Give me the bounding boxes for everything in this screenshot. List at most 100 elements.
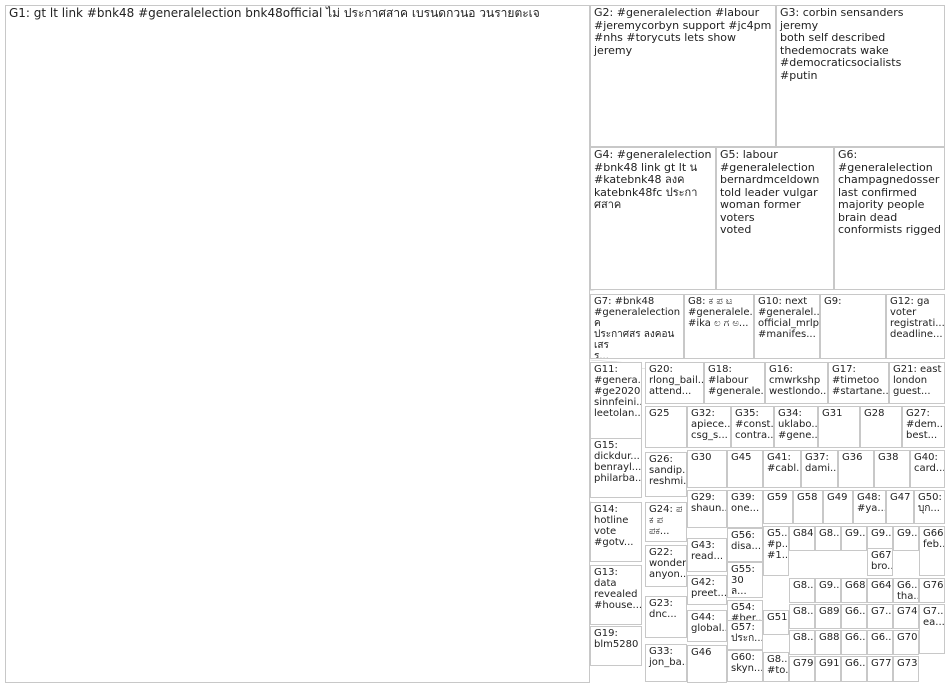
group-label-g77: G77 [871, 658, 892, 669]
group-panel-g6e: G6... [841, 656, 867, 682]
group-panel-g77: G77 [867, 656, 893, 682]
group-panel-g33: G33: jon_ba... [645, 644, 687, 682]
group-label-g89: G89 [819, 606, 840, 617]
group-panel-g25: G25 [645, 406, 687, 448]
group-label-g23: G23: dnc... [649, 598, 677, 620]
group-label-g51: G51 [767, 612, 788, 623]
group-label-g48: G48: #ya... [857, 492, 886, 514]
group-panel-g50: G50: บุก... [914, 490, 945, 524]
group-panel-g1: G1: gt lt link #bnk48 #generalelection b… [5, 5, 590, 683]
group-label-g60: G60: skyn... [731, 652, 763, 674]
group-panel-g14: G14: hotline vote #gotv... [590, 502, 642, 562]
group-panel-g18: G18: #labour #generale... [704, 362, 765, 404]
group-panel-g55: G55: 30 ล... #g... [727, 562, 763, 598]
group-panel-g47: G47 [886, 490, 914, 524]
group-panel-g27: G27: #dem... best... [902, 406, 945, 448]
group-panel-g45: G45 [727, 450, 763, 488]
group-label-g31: G31 [822, 408, 843, 419]
group-label-g7: G7: #bnk48 #generalelection ค ประกาศสร ล… [594, 296, 681, 359]
group-label-g79: G79 [793, 658, 814, 669]
group-label-g5x: G5... #p... #1... [767, 528, 789, 561]
group-label-g9d: G9... [819, 580, 841, 591]
group-panel-g8c: G8... [789, 604, 815, 629]
group-panel-g5x: G5... #p... #1... [763, 526, 789, 576]
group-label-g1: G1: gt lt link #bnk48 #generalelection b… [9, 6, 540, 20]
group-label-g35: G35: #const... contra... [735, 408, 774, 441]
group-panel-g84: G84 [789, 526, 815, 551]
group-label-g38: G38 [878, 452, 899, 463]
group-panel-g12: G12: ga voter registrati... deadline... [886, 294, 945, 359]
group-panel-g15: G15: dickdur... benrayl... philarba... [590, 438, 642, 498]
group-label-g84: G84 [793, 528, 814, 539]
group-label-g36: G36 [842, 452, 863, 463]
group-label-g29: G29: shaun... [691, 492, 727, 514]
group-panel-g40: G40: card... [910, 450, 945, 488]
group-label-g8c: G8... [793, 606, 815, 617]
group-label-g8b: G8... [793, 580, 815, 591]
group-panel-g44: G44: global... [687, 610, 727, 642]
group-panel-g79: G79 [789, 656, 815, 682]
group-panel-g48: G48: #ya... [853, 490, 886, 524]
group-label-g22: G22: wonder anyon... [649, 547, 687, 580]
group-label-g66: G66 feb... [923, 528, 944, 550]
group-label-g55: G55: 30 ล... #g... [731, 564, 755, 597]
group-panel-g67: G67: bro... [867, 548, 893, 576]
group-panel-g41: G41: #cabl... [763, 450, 801, 488]
group-label-g11: G11: #genera... #ge2020 sinnfeini... lee… [594, 364, 642, 419]
group-panel-g8d: G8... [789, 630, 815, 655]
group-panel-g13: G13: data revealed #house... [590, 565, 642, 625]
group-panel-g8b: G8... [789, 578, 815, 603]
group-label-g47: G47 [890, 492, 911, 503]
group-panel-g59: G59 [763, 490, 793, 524]
group-panel-g7a: G7... [867, 604, 893, 629]
group-label-g21: G21: east london guest... [893, 364, 942, 397]
group-panel-g51: G51 [763, 610, 789, 635]
group-label-g40: G40: card... [914, 452, 945, 474]
group-panel-g91: G91 [815, 656, 841, 682]
group-label-g76: G76 [923, 580, 944, 591]
group-label-g8e: G8... #to... [767, 654, 789, 676]
group-label-g7b: G7... ea... [923, 606, 945, 628]
group-label-g5: G5: labour #generalelection bernardmceld… [720, 148, 820, 236]
group-panel-g30: G30 [687, 450, 727, 488]
group-label-g10: G10: next #generalel... official_mrlp #m… [758, 296, 820, 340]
group-label-g68: G68 [845, 580, 866, 591]
group-panel-g9a: G9... [841, 526, 867, 551]
group-panel-g89: G89 [815, 604, 841, 629]
group-panel-g32: G32: apiece... csg_s... [687, 406, 731, 448]
group-label-g39: G39: one... [731, 492, 760, 514]
group-panel-g31: G31 [818, 406, 860, 448]
group-panel-g38: G38 [874, 450, 910, 488]
group-label-g9c: G9... [897, 528, 919, 539]
group-panel-g21: G21: east london guest... [889, 362, 945, 404]
group-label-g8: G8: ಕ ಪ ಟ #generalele... #ika ಲ ಗ ಅ... [688, 296, 754, 329]
group-panel-g34: G34: uklabo... #gene... [774, 406, 818, 448]
group-panel-g10: G10: next #generalel... official_mrlp #m… [754, 294, 820, 359]
group-label-g67: G67: bro... [871, 550, 893, 572]
group-panel-g9d: G9... [815, 578, 841, 603]
group-label-g6: G6: #generalelection champagnedosser las… [838, 148, 942, 236]
group-panel-g7: G7: #bnk48 #generalelection ค ประกาศสร ล… [590, 294, 684, 359]
group-label-g8a: G8... [819, 528, 841, 539]
group-panel-g58: G58 [793, 490, 823, 524]
group-panel-g5: G5: labour #generalelection bernardmceld… [716, 147, 834, 290]
group-panel-g60: G60: skyn... [727, 650, 763, 682]
group-panel-g7b: G7... ea... [919, 604, 945, 654]
group-panel-g20: G20: rlong_bail... attend... [645, 362, 704, 404]
group-panel-g57: G57: ประก... [727, 620, 763, 650]
group-label-g26: G26: sandip... reshmi... [649, 454, 687, 487]
group-label-g17: G17: #timetoo #startane... [832, 364, 889, 397]
group-panel-g9: G9: [820, 294, 886, 359]
group-panel-g76: G76 [919, 578, 945, 603]
group-label-g59: G59 [767, 492, 788, 503]
group-panel-g8a: G8... [815, 526, 841, 551]
group-label-g37: G37: dami... [805, 452, 838, 474]
group-panel-g28: G28 [860, 406, 902, 448]
group-panel-g73: G73 [893, 656, 919, 682]
group-panel-g66: G66 feb... [919, 526, 945, 576]
group-label-g49: G49 [827, 492, 848, 503]
group-panel-g4: G4: #generalelection #bnk48 link gt lt น… [590, 147, 716, 290]
group-panel-g26: G26: sandip... reshmi... [645, 452, 687, 497]
group-panel-g39: G39: one... [727, 490, 763, 528]
group-panel-g6b: G6... [841, 604, 867, 629]
